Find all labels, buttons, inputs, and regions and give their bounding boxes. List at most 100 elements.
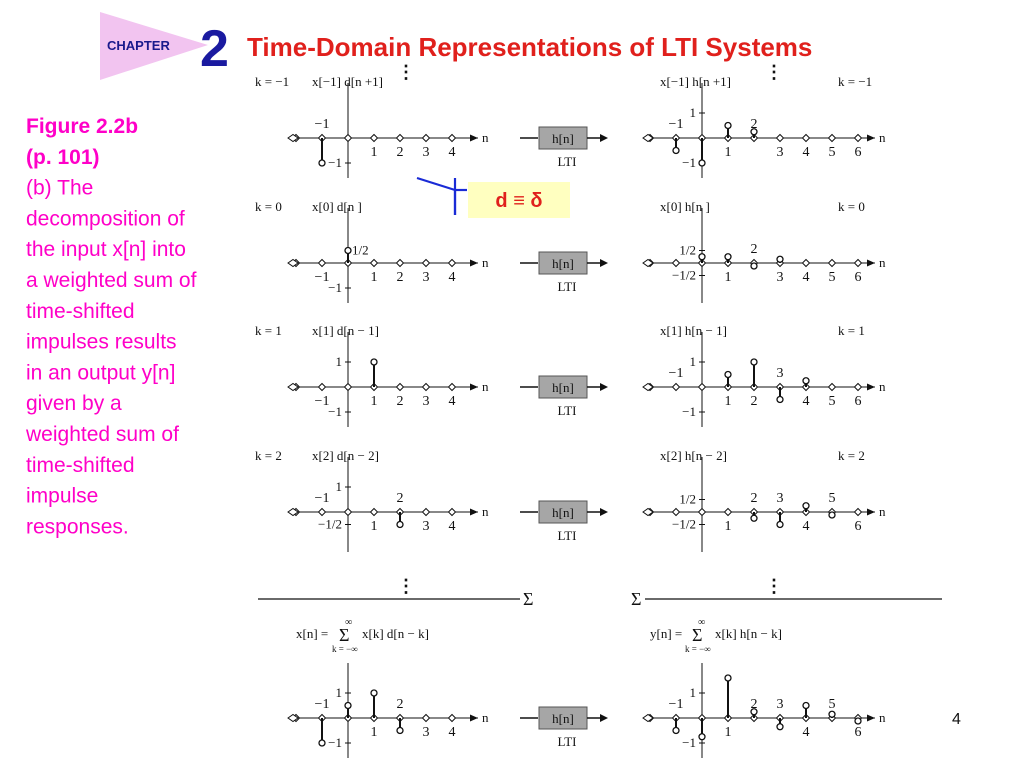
n-axis-arrow bbox=[867, 508, 875, 516]
output-k-label: k = 1 bbox=[838, 323, 865, 338]
row-k-label: k = 0 bbox=[255, 199, 282, 214]
value-tick-label: −1 bbox=[328, 735, 342, 750]
n-axis-label: n bbox=[879, 255, 886, 270]
n-tick-label: 4 bbox=[803, 270, 810, 285]
value-tick-label: −1 bbox=[682, 404, 696, 419]
system-arrow-head bbox=[600, 134, 608, 142]
n-tick-label: 3 bbox=[423, 519, 430, 534]
zero-sample-marker bbox=[723, 507, 733, 517]
zero-sample-marker bbox=[827, 382, 837, 392]
sample-point bbox=[698, 159, 706, 167]
zero-sample-marker bbox=[317, 258, 327, 268]
sample-point bbox=[750, 514, 758, 522]
n-tick-label: 3 bbox=[777, 366, 784, 381]
n-tick-label: −1 bbox=[315, 117, 330, 132]
sample-point bbox=[802, 701, 810, 710]
input-signal-label: x[0] d[n ] bbox=[312, 199, 362, 214]
row-k-label: k = −1 bbox=[255, 74, 289, 89]
zero-sample-marker bbox=[395, 133, 405, 143]
n-tick-label: 4 bbox=[449, 519, 456, 534]
n-tick-label: −1 bbox=[315, 697, 330, 712]
n-tick-label: 2 bbox=[397, 145, 404, 160]
caption-line: (p. 101) bbox=[26, 146, 100, 169]
n-tick-label: 5 bbox=[829, 491, 836, 506]
sample-point bbox=[750, 128, 758, 136]
chapter-label: CHAPTER bbox=[107, 38, 170, 53]
caption-line: time-shifted bbox=[26, 300, 135, 323]
n-tick-label: 1 bbox=[725, 725, 732, 740]
sample-value-label: 1/2 bbox=[352, 243, 369, 258]
n-tick-label: 5 bbox=[829, 394, 836, 409]
n-axis-arrow bbox=[470, 383, 478, 391]
chapter-triangle bbox=[100, 12, 208, 80]
n-tick-label: 4 bbox=[803, 725, 810, 740]
system-box-sublabel: LTI bbox=[557, 403, 576, 418]
n-tick-label: 3 bbox=[423, 725, 430, 740]
sample-point bbox=[318, 159, 326, 167]
n-axis-label: n bbox=[482, 379, 489, 394]
n-tick-label: 6 bbox=[855, 145, 862, 160]
axis-end-marker bbox=[287, 133, 299, 143]
zero-sample-marker bbox=[421, 507, 431, 517]
sample-point bbox=[724, 121, 732, 130]
output-k-label: k = 0 bbox=[838, 199, 865, 214]
sample-point bbox=[344, 246, 352, 255]
n-tick-label: 1 bbox=[371, 519, 378, 534]
n-tick-label: 3 bbox=[777, 491, 784, 506]
value-tick-label: −1 bbox=[328, 404, 342, 419]
sample-point bbox=[672, 146, 680, 155]
row-k-label: k = 2 bbox=[255, 448, 282, 463]
sample-point bbox=[396, 726, 404, 735]
n-axis-arrow bbox=[470, 259, 478, 267]
input-formula-sigma: Σ bbox=[339, 625, 349, 645]
sample-point bbox=[776, 395, 784, 404]
n-tick-label: −1 bbox=[669, 117, 684, 132]
zero-sample-marker bbox=[395, 382, 405, 392]
zero-sample-marker bbox=[447, 507, 457, 517]
sample-point bbox=[802, 502, 810, 510]
sample-point bbox=[344, 701, 352, 710]
note-pointer-line bbox=[416, 176, 457, 215]
caption-line: time-shifted bbox=[26, 454, 135, 477]
sample-point bbox=[724, 370, 732, 379]
n-tick-label: 4 bbox=[449, 725, 456, 740]
zero-sample-marker bbox=[827, 258, 837, 268]
input-sum-symbol: Σ bbox=[523, 589, 533, 609]
n-tick-label: 3 bbox=[777, 145, 784, 160]
n-tick-label: 5 bbox=[829, 145, 836, 160]
output-signal-label: x[1] h[n − 1] bbox=[660, 323, 727, 338]
output-formula-sigma: Σ bbox=[692, 625, 702, 645]
axis-end-marker bbox=[287, 258, 299, 268]
zero-sample-marker bbox=[827, 133, 837, 143]
n-axis-arrow bbox=[470, 508, 478, 516]
n-axis-label: n bbox=[482, 130, 489, 145]
n-tick-label: 3 bbox=[423, 394, 430, 409]
n-tick-label: 3 bbox=[423, 270, 430, 285]
sample-point bbox=[776, 255, 784, 263]
input-signal-label: x[−1] d[n +1] bbox=[312, 74, 383, 89]
n-axis-arrow bbox=[867, 134, 875, 142]
n-tick-label: 1 bbox=[371, 725, 378, 740]
output-signal-label: x[−1] h[n +1] bbox=[660, 74, 731, 89]
sample-point bbox=[802, 377, 810, 385]
n-tick-label: 5 bbox=[829, 270, 836, 285]
page-number: 4 bbox=[952, 711, 961, 728]
output-formula-lhs: y[n] = bbox=[650, 626, 682, 641]
zero-sample-marker bbox=[395, 258, 405, 268]
value-tick-label: −1/2 bbox=[672, 517, 696, 532]
caption-line: weighted sum of bbox=[25, 423, 179, 446]
n-axis-label: n bbox=[879, 379, 886, 394]
value-tick-label: 1 bbox=[690, 105, 697, 120]
zero-sample-marker bbox=[447, 258, 457, 268]
summation-area: ⋮ ⋮ Σ Σ bbox=[258, 576, 942, 609]
output-formula-term: x[k] h[n − k] bbox=[715, 626, 782, 641]
n-axis-label: n bbox=[482, 504, 489, 519]
axis-end-marker bbox=[642, 133, 654, 143]
top-input-dots: ⋮ bbox=[397, 62, 415, 82]
output-continuation-dots: ⋮ bbox=[765, 576, 783, 596]
